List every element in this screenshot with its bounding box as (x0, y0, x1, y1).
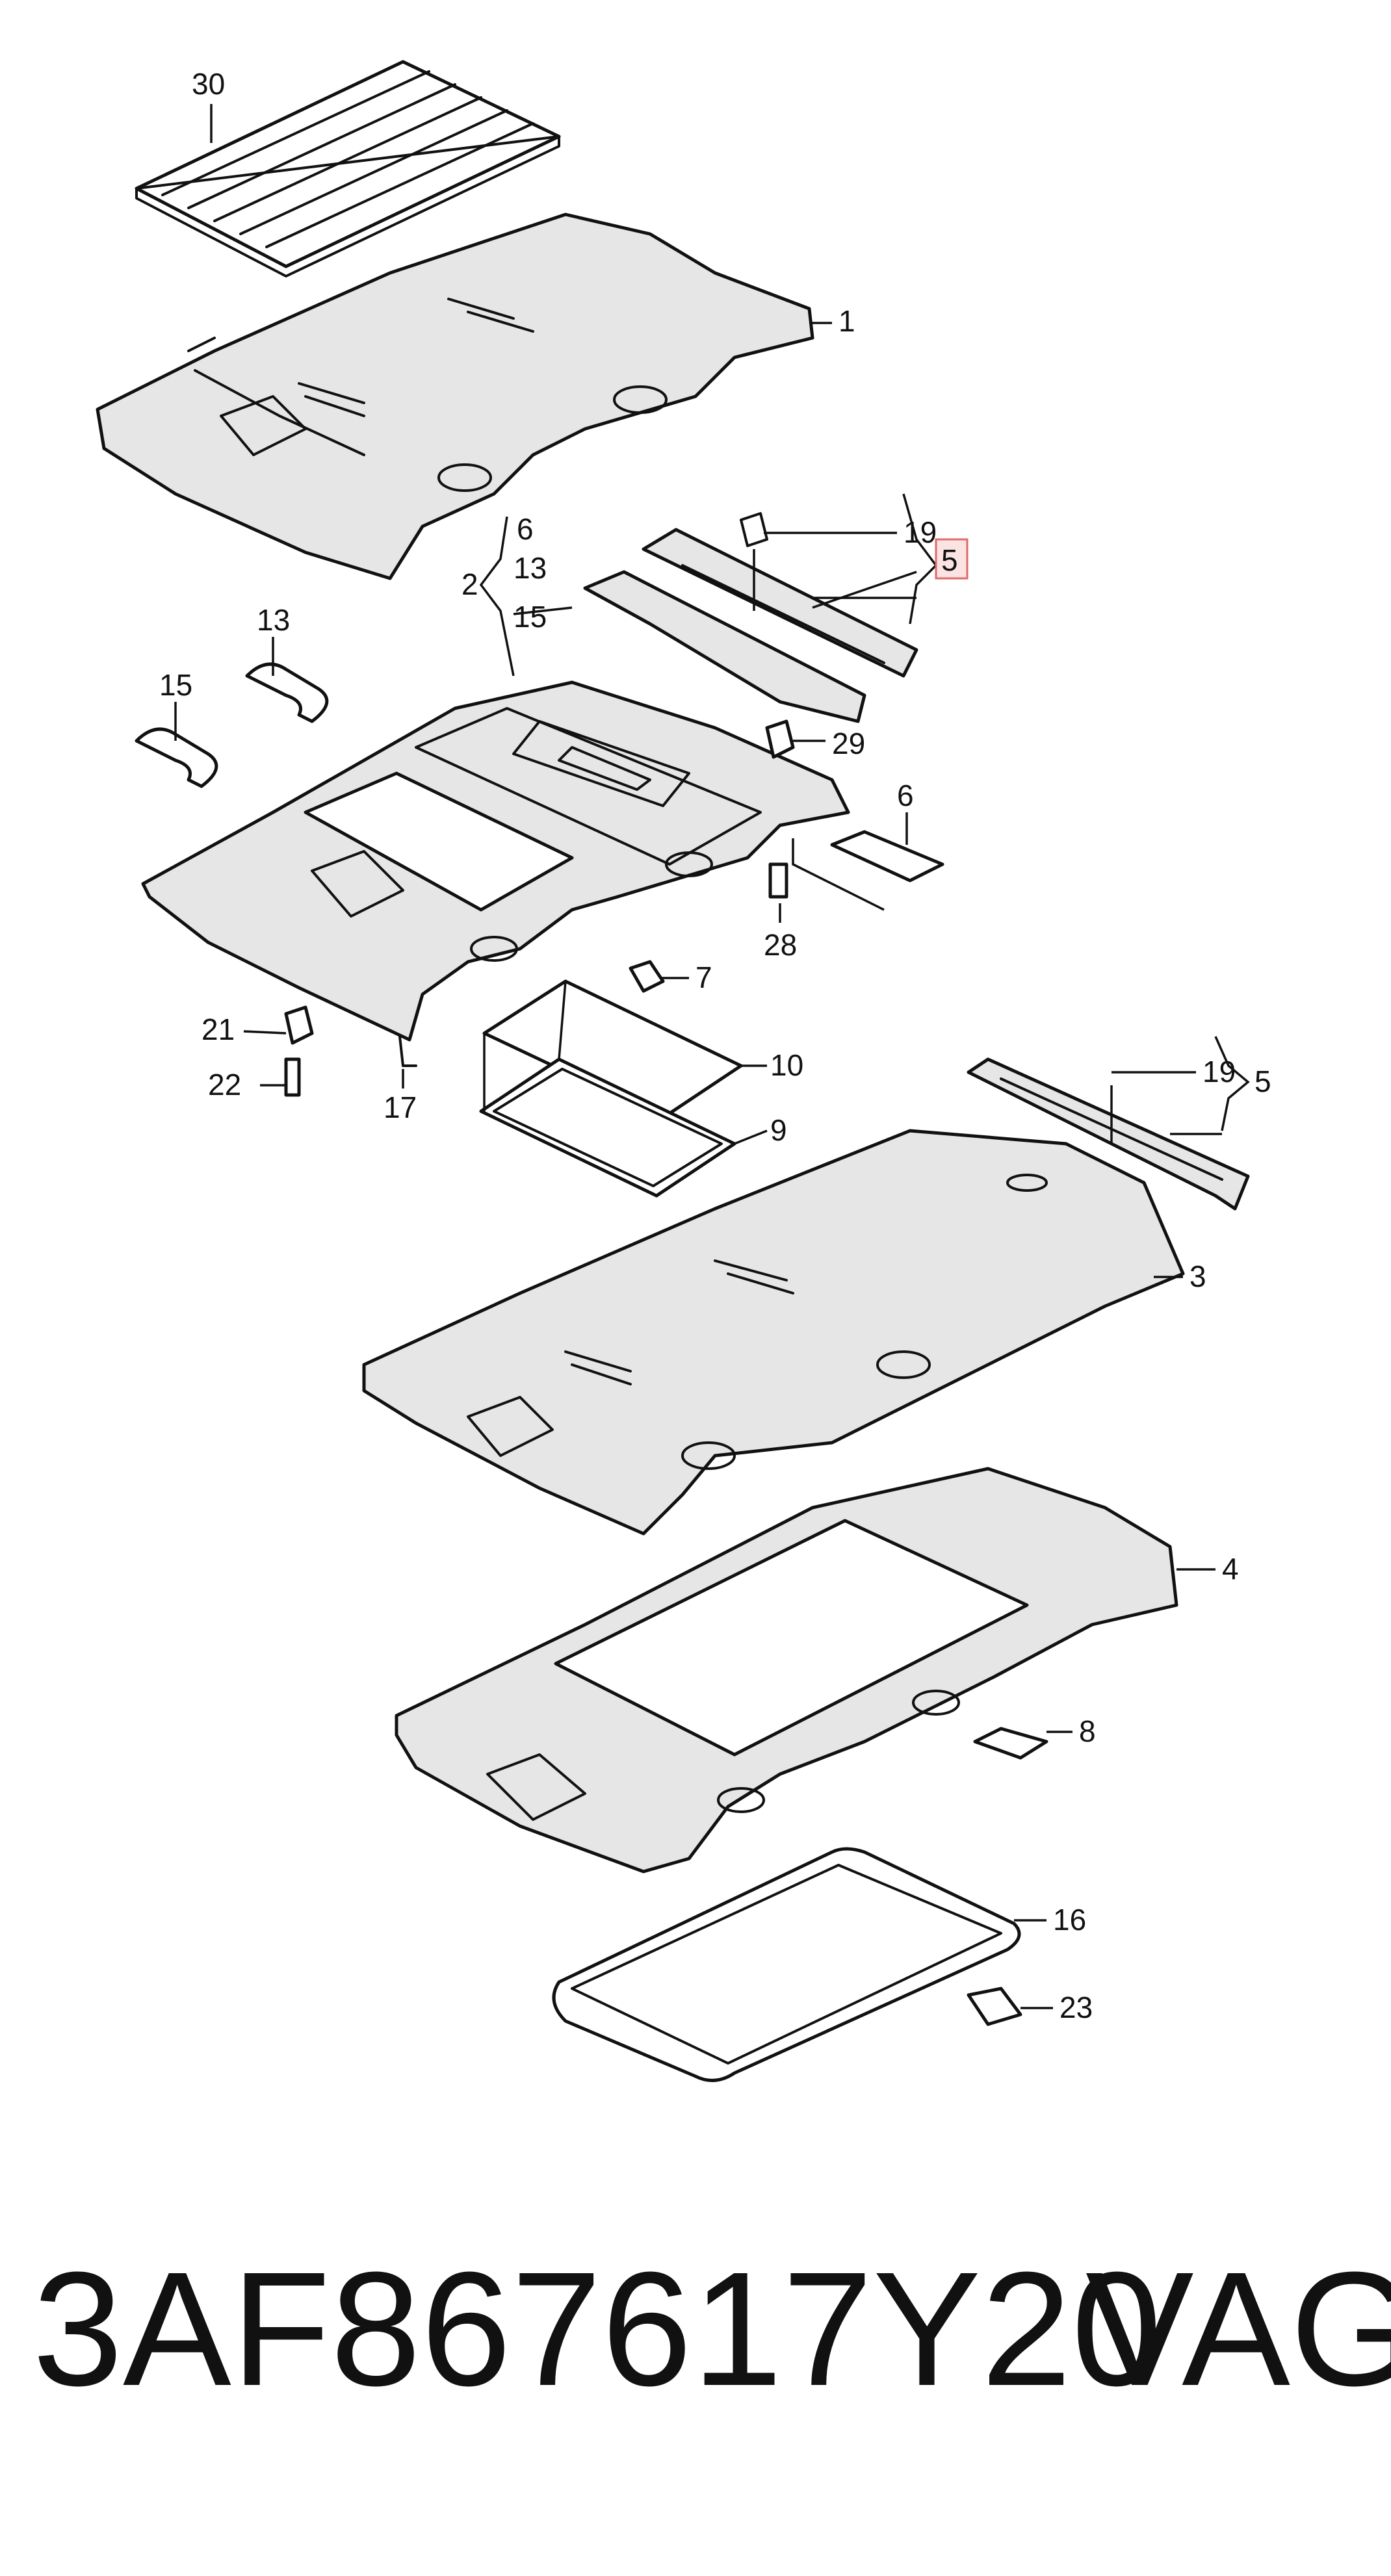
callout-5-upper: 5 (941, 543, 958, 577)
part-16-sunroof-seal (552, 1847, 1021, 2082)
part-4-headliner-sunroof (395, 1467, 1178, 1874)
callout-17: 17 (384, 1090, 417, 1124)
callout-3: 3 (1190, 1259, 1206, 1293)
callout-13-upper: 13 (514, 551, 547, 585)
footer: 3AF867617Y20 VAG (0, 2235, 1391, 2430)
part-6-trim (830, 830, 944, 882)
part-29-clip (765, 719, 795, 759)
callout-19-upper: 19 (904, 515, 937, 549)
part-28-bolt (768, 862, 788, 899)
part-30-roof-panel (135, 60, 561, 277)
callout-22: 22 (208, 1068, 241, 1101)
callout-15-upper: 15 (514, 600, 547, 634)
callout-10: 10 (770, 1048, 803, 1082)
highlight-5-box (935, 538, 968, 580)
callout-23: 23 (1060, 1990, 1093, 2024)
callout-21: 21 (202, 1012, 235, 1046)
part-13-handle (245, 662, 329, 723)
callout-13-handle: 13 (257, 603, 290, 637)
part-17-clip (398, 1035, 417, 1067)
callout-8: 8 (1079, 1714, 1096, 1748)
callout-28: 28 (764, 928, 797, 962)
callout-5-lower: 5 (1254, 1064, 1271, 1098)
callout-30: 30 (192, 67, 225, 101)
part-number: 3AF867617Y20 (32, 2238, 1162, 2419)
callout-1: 1 (838, 304, 855, 338)
part-21-bracket (284, 1005, 314, 1045)
callout-2: 2 (462, 567, 478, 601)
callout-6-lower: 6 (897, 779, 914, 812)
brand-label: VAG (1086, 2238, 1391, 2419)
part-22-screw (284, 1057, 301, 1097)
callout-6-upper: 6 (517, 512, 534, 546)
callout-15-handle: 15 (159, 668, 192, 702)
part-15-handle (135, 727, 218, 788)
callout-7: 7 (696, 960, 712, 994)
part-2-headliner-sunroof (141, 680, 850, 1042)
callout-16: 16 (1053, 1903, 1086, 1937)
part-23-clip (967, 1987, 1022, 2026)
part-3-headliner (362, 1129, 1185, 1536)
part-7-clip (629, 960, 665, 993)
part-1-headliner (96, 213, 814, 580)
callout-29: 29 (832, 727, 865, 760)
callout-9: 9 (770, 1113, 787, 1147)
callout-4: 4 (1222, 1552, 1239, 1586)
callout-labels: 30 1 6 2 13 15 19 5 13 15 29 6 28 7 21 1… (159, 67, 1271, 2024)
callout-19-lower: 19 (1202, 1055, 1236, 1088)
part-8-trim (973, 1727, 1048, 1760)
part-5-upper-rail (583, 512, 918, 723)
